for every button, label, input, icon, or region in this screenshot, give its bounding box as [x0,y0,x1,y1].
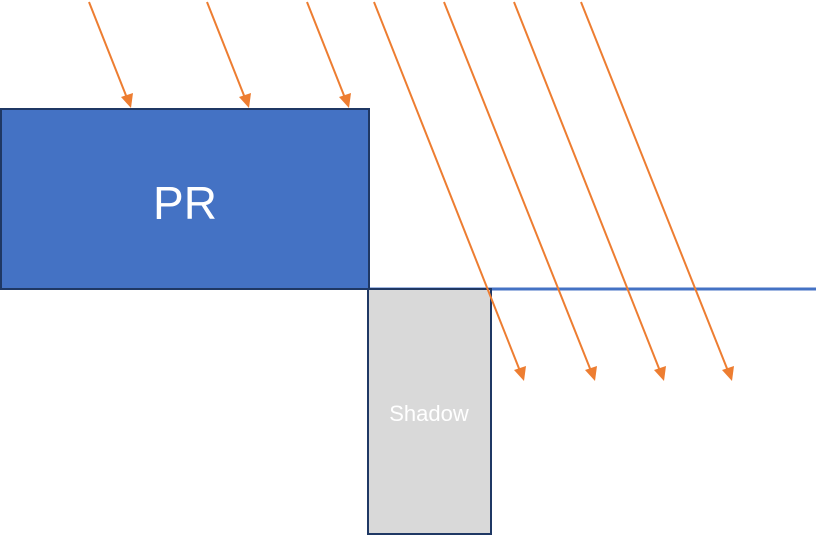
shadow-label: Shadow [389,401,469,426]
ray-passing-3-arrowhead [654,366,666,381]
passing-rays [373,1,734,381]
ray-blocked-3-arrowhead [339,93,351,108]
ray-passing-2 [443,1,592,372]
ray-passing-1-arrowhead [514,366,526,381]
blocked-rays [88,1,351,108]
ray-blocked-3 [306,1,346,99]
ray-passing-2-arrowhead [585,366,597,381]
ray-blocked-1-arrowhead [121,93,133,108]
pr-label: PR [153,177,217,229]
ray-passing-3 [513,1,661,372]
ray-passing-4-arrowhead [722,366,734,381]
ray-passing-1 [373,1,521,372]
ray-blocked-2 [206,1,246,99]
ray-blocked-1 [88,1,128,99]
pr-block [0,108,370,290]
ray-passing-4 [580,1,729,372]
ray-blocked-2-arrowhead [239,93,251,108]
shadow-region [367,288,492,535]
